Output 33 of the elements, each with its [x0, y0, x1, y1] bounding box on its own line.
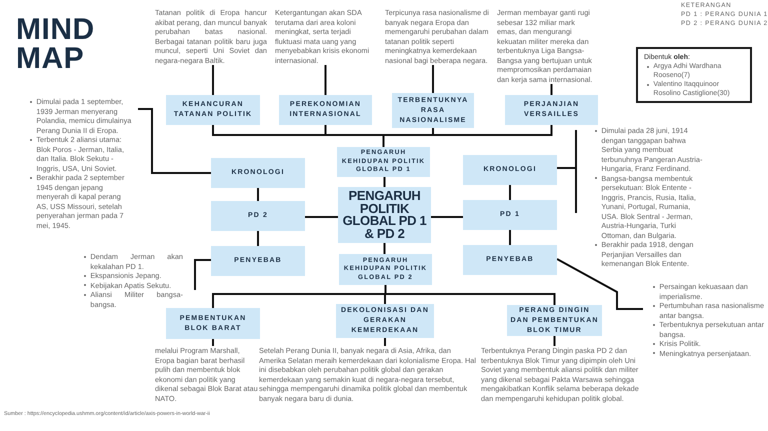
connector-line	[554, 336, 556, 346]
connector-line	[382, 125, 552, 147]
topic-box	[463, 245, 557, 275]
connector-line	[509, 230, 511, 245]
topic-box	[463, 200, 557, 230]
topic-box	[211, 158, 305, 188]
topic-box	[279, 95, 372, 125]
connector-line	[431, 216, 463, 218]
connector-line	[556, 258, 643, 310]
connector-line	[212, 65, 214, 95]
diagram-title: MIND MAP	[16, 15, 96, 73]
connector-line	[257, 231, 259, 246]
connector-line	[557, 167, 576, 169]
topic-box	[166, 95, 260, 125]
connector-line	[432, 65, 434, 93]
connector-line	[509, 185, 511, 200]
connector-line	[384, 338, 386, 346]
connector-line	[324, 65, 326, 95]
connector-line	[305, 216, 338, 218]
connector-line	[212, 339, 214, 346]
connector-line	[257, 188, 259, 201]
topic-box	[211, 246, 305, 276]
connector-line	[138, 108, 211, 174]
topic-box	[463, 155, 557, 185]
connector-line	[550, 84, 552, 95]
topic-box	[505, 95, 598, 125]
connector-line	[384, 243, 386, 254]
connector-line	[384, 177, 386, 187]
topic-box	[166, 308, 260, 339]
central-topic: PENGARUH POLITIK GLOBAL PD 1 & PD 2	[342, 190, 428, 240]
topic-box	[211, 201, 305, 231]
credits-panel	[636, 47, 752, 103]
connector-line	[194, 259, 211, 290]
